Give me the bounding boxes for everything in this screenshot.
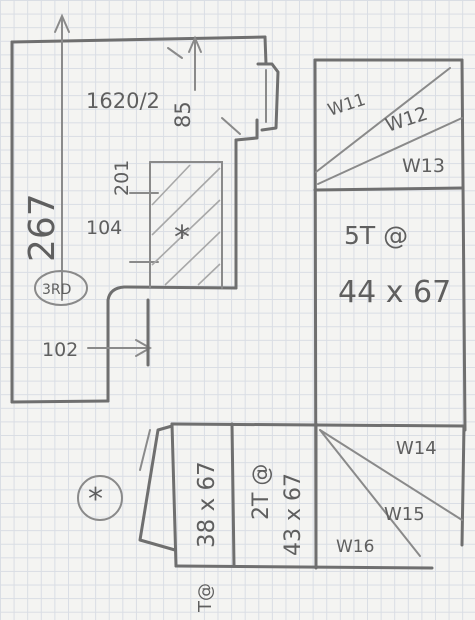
label-small-dim: 85	[171, 101, 195, 128]
circled-star-ring	[77, 475, 123, 521]
label-w11: W11	[325, 90, 368, 121]
label-w16: W16	[336, 537, 374, 557]
label-w14: W14	[396, 438, 437, 459]
small-up-arrow	[188, 35, 202, 91]
level-circle	[34, 270, 88, 306]
label-dim-201: 201	[111, 160, 133, 196]
lower-block-outline	[170, 422, 466, 570]
label-circled-star: *	[88, 482, 103, 517]
bay-window-bump	[256, 62, 280, 132]
length-arrow	[54, 13, 70, 301]
label-edge-cut: T@	[195, 583, 216, 613]
lower-left-tick	[139, 429, 151, 471]
lower-left-bump	[138, 424, 177, 552]
label-length-left: 267	[22, 193, 63, 262]
label-lower-col2-a: 2T @	[249, 464, 274, 520]
stair-box	[129, 161, 223, 289]
label-width-upper: 1620/2	[86, 89, 160, 113]
label-dim-104: 104	[86, 217, 122, 239]
left-block-outline	[10, 35, 268, 404]
arrow-102	[87, 298, 153, 367]
label-w13: W13	[402, 155, 445, 177]
label-dim-102: 102	[42, 339, 78, 361]
label-w12: W12	[383, 103, 431, 137]
label-joist-main: 5T @	[344, 221, 408, 250]
label-lower-col2-b: 43 x 67	[281, 473, 306, 556]
label-lower-col1: 38 x 67	[194, 461, 220, 548]
corner-tick	[221, 117, 241, 135]
label-stair-star: *	[174, 218, 190, 256]
top-notch	[167, 47, 183, 59]
label-w15: W15	[384, 504, 425, 525]
label-level: 3RD	[42, 282, 71, 298]
label-joist-main-size: 44 x 67	[338, 275, 451, 310]
